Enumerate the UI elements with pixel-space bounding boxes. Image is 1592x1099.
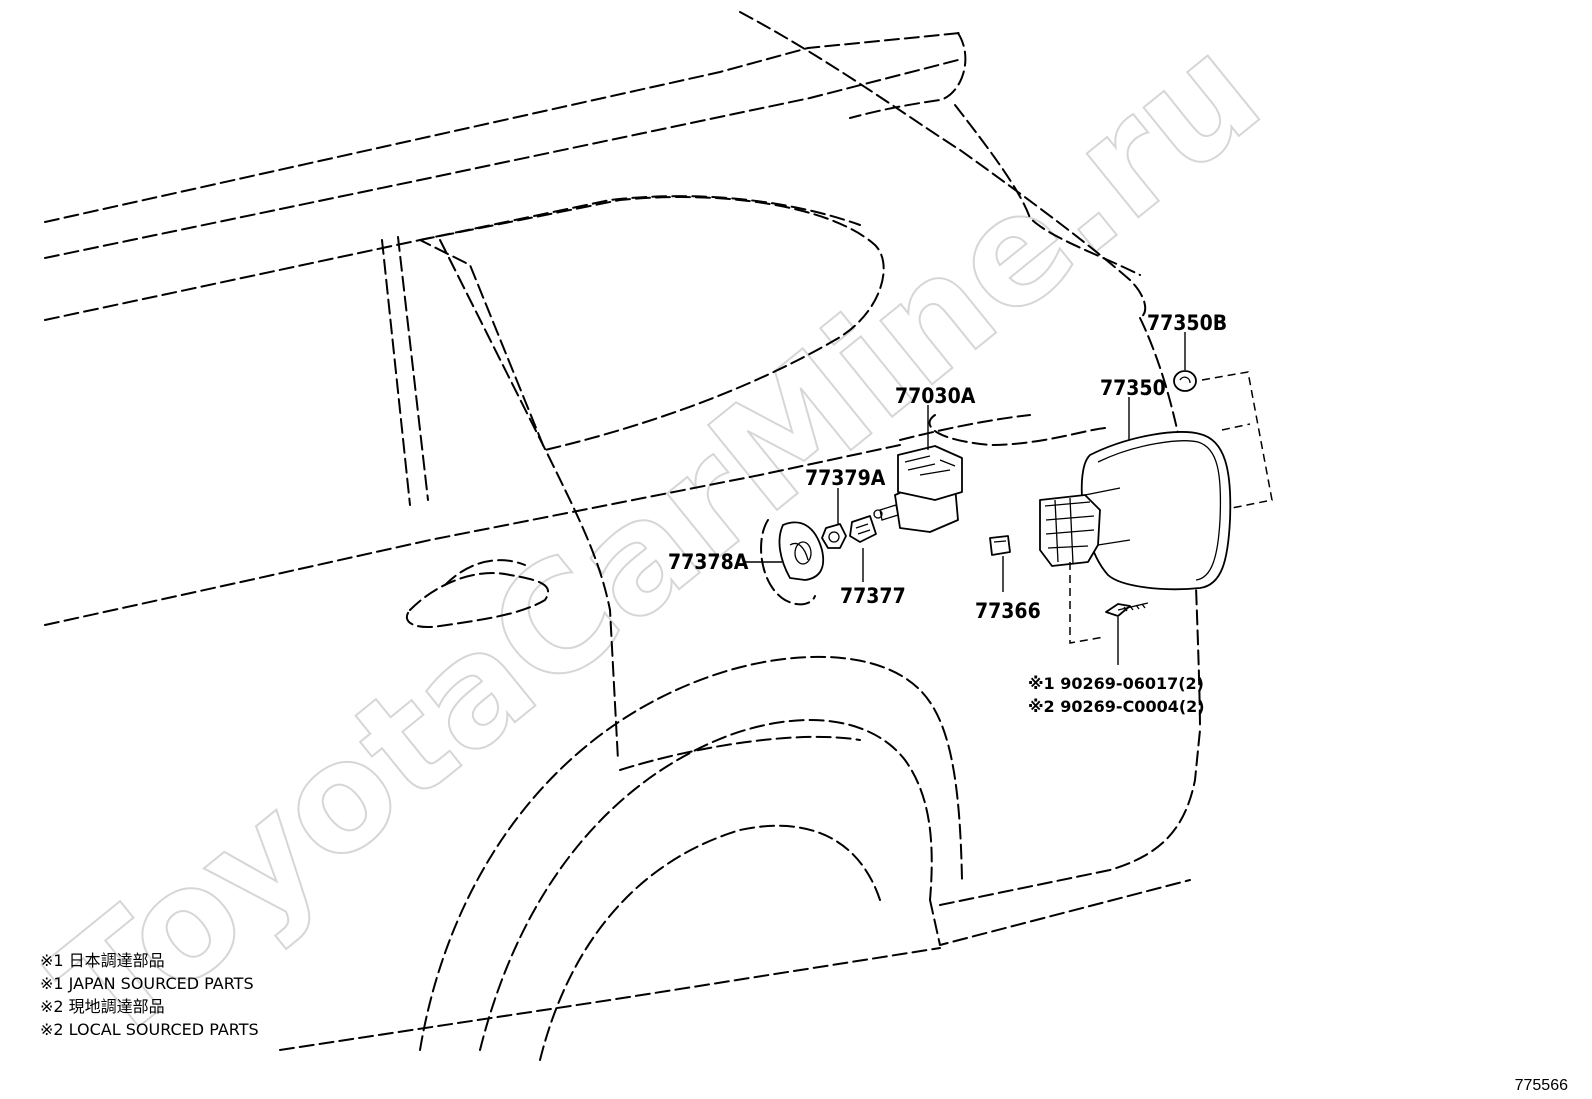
- leaders: [743, 332, 1273, 665]
- parts: [760, 370, 1232, 617]
- quarter-crease: [899, 414, 1031, 441]
- roof-line-lower: [44, 59, 959, 259]
- bracket-77377: [849, 515, 877, 543]
- clip-77366: [989, 535, 1011, 556]
- callout-77350B: 77350B: [1147, 311, 1227, 335]
- lock-actuator-77030A: [873, 445, 963, 533]
- callout-77366: 77366: [975, 599, 1041, 623]
- lid-hinge: [1039, 487, 1131, 567]
- fuel-lid-recess-line: [928, 414, 1106, 446]
- roof-line: [44, 32, 961, 223]
- sourcing-notes: ※1 日本調達部品 ※1 JAPAN SOURCED PARTS ※2 現地調達…: [40, 951, 259, 1039]
- rear-glass-edge: [954, 104, 1141, 276]
- screw-90269: [1105, 602, 1149, 617]
- under-body-line: [279, 947, 941, 1051]
- callouts: 77350B 77350 77030A 77379A 77378A 77377 …: [668, 311, 1227, 716]
- figure-number: 775566: [1515, 1077, 1568, 1094]
- rocker-edge: [619, 735, 861, 771]
- door-handle: [405, 572, 550, 628]
- note-japan-jp: ※1 日本調達部品: [40, 951, 165, 970]
- door-pillar: [381, 239, 411, 506]
- nut-77379A: [821, 523, 847, 549]
- note-local-jp: ※2 現地調達部品: [40, 997, 165, 1016]
- tire: [539, 824, 881, 1061]
- wheel-arch-inner: [479, 719, 933, 1051]
- belt-line: [44, 195, 861, 321]
- callout-77377: 77377: [840, 584, 906, 608]
- body-side-crease: [44, 444, 901, 626]
- cushion-77350B: [1173, 370, 1197, 392]
- bumper-line: [939, 729, 1201, 906]
- callout-77378A: 77378A: [668, 550, 749, 574]
- fuel-filler-housing: [760, 519, 825, 606]
- rear-spoiler: [849, 32, 967, 119]
- door-handle-recess: [444, 559, 526, 586]
- callout-77350: 77350: [1100, 376, 1166, 400]
- rear-hatch-edge: [739, 11, 1147, 319]
- note-local-en: ※2 LOCAL SOURCED PARTS: [40, 1020, 259, 1039]
- callout-90269-06017: ※1 90269-06017(2): [1028, 674, 1204, 693]
- callout-77379A: 77379A: [805, 466, 886, 490]
- note-japan-en: ※1 JAPAN SOURCED PARTS: [40, 974, 254, 993]
- c-pillar: [439, 239, 619, 761]
- rear-window: [419, 196, 885, 451]
- fender-lower: [929, 879, 1191, 946]
- door-pillar-inner: [397, 236, 429, 501]
- callout-90269-C0004: ※2 90269-C0004(2): [1028, 697, 1205, 716]
- callout-77030A: 77030A: [895, 384, 976, 408]
- wheel-arch-outer: [419, 655, 963, 1051]
- vehicle-body-outline: [44, 11, 1201, 1061]
- fuel-filler-lid-77350: [1080, 431, 1232, 591]
